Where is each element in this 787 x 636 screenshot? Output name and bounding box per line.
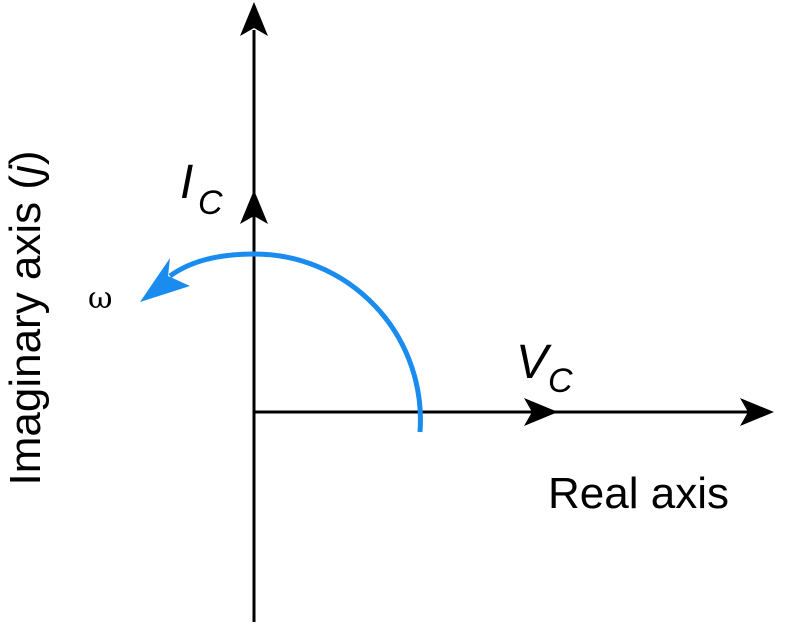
voltage-label-main: V (516, 336, 552, 389)
imaginary-axis-label: Imaginary axis (j) (1, 151, 50, 486)
rotation-arrowhead (140, 258, 190, 302)
voltage-phasor-arrowhead (524, 398, 558, 426)
real-axis-label: Real axis (548, 469, 729, 518)
real-axis (254, 398, 774, 426)
current-phasor (240, 190, 268, 412)
current-label-sub: C (198, 184, 223, 222)
imaginary-axis-label-close: ) (1, 151, 50, 166)
imaginary-axis-arrowhead (240, 2, 268, 36)
imaginary-axis-label-text: Imaginary axis ( (1, 175, 50, 486)
current-phasor-arrowhead (240, 190, 268, 224)
current-label-main: I (180, 156, 193, 209)
voltage-phasor (524, 398, 558, 426)
real-axis-arrowhead (740, 398, 774, 426)
voltage-label-sub: C (548, 362, 573, 400)
current-phasor-label: I C (180, 156, 223, 222)
voltage-phasor-label: V C (516, 336, 573, 400)
rotation-label: ω (88, 281, 112, 316)
rotation-arc (140, 251, 423, 433)
